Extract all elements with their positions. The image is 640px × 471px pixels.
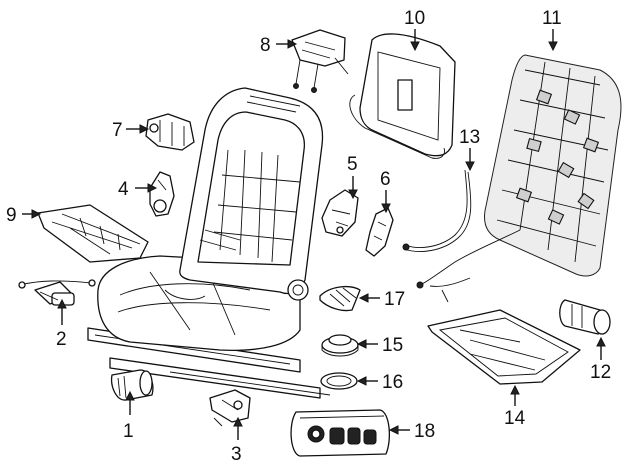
- callout-6: 6: [380, 169, 391, 190]
- callout-2: 2: [56, 329, 67, 350]
- foam-pattern: [515, 89, 600, 225]
- callout-8: 8: [260, 35, 271, 56]
- part-16-ring: [320, 372, 358, 390]
- part-2-motor-cable: [18, 279, 96, 306]
- part-15-ring-cap: [321, 334, 359, 357]
- callout-labels: 1 2 3 4 5 6 7 8 9 10 11 12 13 14 15 16 1…: [6, 8, 611, 465]
- leader-lines: [22, 29, 606, 440]
- callout-12: 12: [590, 362, 611, 383]
- part-6-hinge: [365, 207, 394, 257]
- part-11-backrest-foam: [484, 54, 622, 277]
- callout-1: 1: [123, 421, 134, 442]
- callout-10: 10: [404, 8, 425, 29]
- callout-17: 17: [384, 289, 405, 310]
- part-13-cable: [402, 169, 521, 303]
- callout-15: 15: [382, 335, 403, 356]
- part-18-switch-panel: [290, 409, 391, 457]
- part-8-harness: [291, 29, 349, 93]
- part-10-back-cover: [349, 33, 456, 159]
- callout-3: 3: [231, 444, 242, 465]
- part-17-pad: [319, 285, 361, 312]
- part-9-panel: [37, 204, 149, 263]
- callout-7: 7: [112, 120, 123, 141]
- part-4-actuator: [149, 171, 175, 217]
- callout-18: 18: [414, 421, 435, 442]
- part-12-motor: [559, 299, 611, 335]
- part-1-motor: [110, 369, 154, 401]
- callout-9: 9: [6, 205, 17, 226]
- part-3-bracket: [209, 389, 251, 427]
- part-7-module: [145, 113, 195, 151]
- callout-4: 4: [118, 179, 129, 200]
- callout-11: 11: [542, 8, 562, 29]
- part-5-bracket: [321, 189, 359, 237]
- part-14-tray: [427, 309, 581, 385]
- callout-13: 13: [459, 127, 480, 148]
- callout-5: 5: [347, 154, 358, 175]
- callout-14: 14: [504, 408, 526, 429]
- callout-16: 16: [382, 372, 403, 393]
- seat-frame: [87, 87, 331, 399]
